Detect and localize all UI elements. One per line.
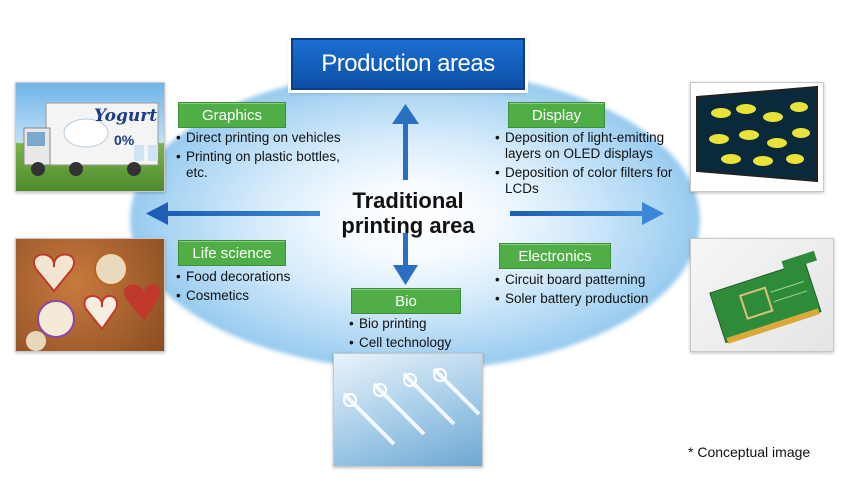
- electronics-list: Circuit board patterning Soler battery p…: [495, 272, 685, 310]
- test-tubes-illustration: [342, 367, 481, 446]
- label-bio: Bio: [351, 288, 461, 314]
- bio-list: Bio printing Cell technology: [349, 316, 479, 354]
- pcb-illustration: [709, 250, 822, 344]
- arrow-left: [146, 202, 320, 225]
- arrow-down: [393, 233, 418, 285]
- truck-illustration: Yogurt 0%: [23, 102, 159, 176]
- conceptual-image-note: * Conceptual image: [688, 444, 811, 460]
- list-item: Circuit board patterning: [495, 272, 685, 288]
- life-science-list: Food decorations Cosmetics: [176, 269, 346, 307]
- truck-badge-text: 0%: [114, 132, 135, 148]
- decorated-cookies-illustration: [26, 252, 160, 351]
- label-electronics: Electronics: [499, 243, 611, 269]
- display-photo: [690, 82, 824, 192]
- arrow-up: [392, 104, 419, 180]
- test-tubes-photo: [333, 353, 483, 467]
- arrow-right: [510, 202, 664, 225]
- list-item: Soler battery production: [495, 291, 685, 307]
- cookies-photo: [15, 238, 165, 352]
- list-item: Deposition of color filters for LCDs: [495, 165, 685, 197]
- list-item: Deposition of light-emitting layers on O…: [495, 130, 685, 162]
- production-areas-title: Production areas: [291, 38, 525, 90]
- truck-brand-text: Yogurt: [94, 106, 157, 126]
- oled-display-illustration: [696, 85, 818, 183]
- list-item: Food decorations: [176, 269, 346, 285]
- label-display: Display: [508, 102, 605, 128]
- display-list: Deposition of light-emitting layers on O…: [495, 130, 685, 200]
- list-item: Direct printing on vehicles: [176, 130, 356, 146]
- list-item: Cell technology: [349, 335, 479, 351]
- list-item: Printing on plastic bottles, etc.: [176, 149, 356, 181]
- list-item: Cosmetics: [176, 288, 346, 304]
- graphics-list: Direct printing on vehicles Printing on …: [176, 130, 356, 184]
- list-item: Bio printing: [349, 316, 479, 332]
- traditional-printing-title: Traditional printing area: [341, 188, 475, 238]
- circuit-board-photo: [690, 238, 834, 352]
- label-graphics: Graphics: [178, 102, 286, 128]
- label-life-science: Life science: [178, 240, 286, 266]
- truck-photo: Yogurt 0%: [15, 82, 165, 192]
